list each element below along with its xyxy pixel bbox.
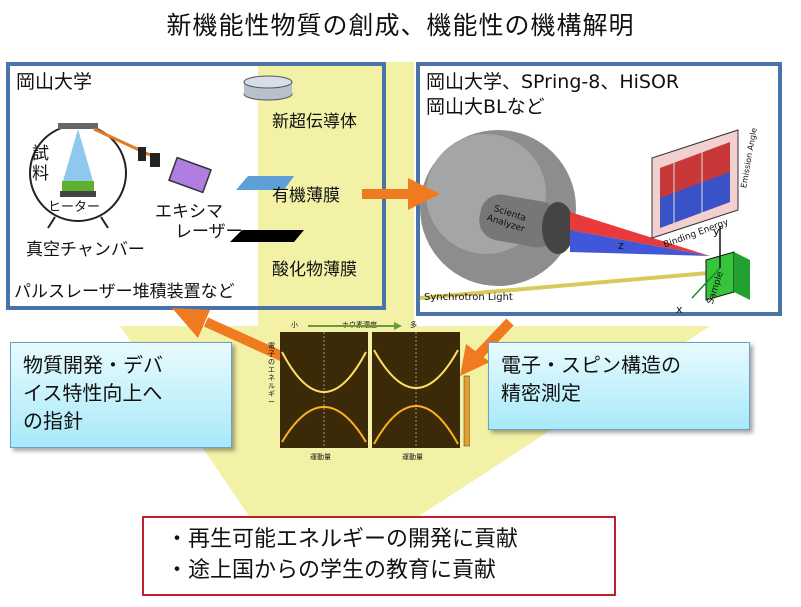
contribution-line2: ・途上国からの学生の教育に貢献: [166, 558, 497, 583]
axis-x-label: x: [676, 303, 683, 316]
material-organic-film-label: 有機薄膜: [272, 186, 340, 206]
contribution-line1: ・再生可能エネルギーの開発に貢献: [166, 527, 519, 552]
left-panel: [6, 62, 386, 310]
material-superconductor-label: 新超伝導体: [272, 112, 357, 132]
material-oxide-film-label: 酸化物薄膜: [272, 260, 357, 280]
material-icons: [230, 75, 304, 242]
heater-label: ヒーター: [48, 200, 101, 215]
momentum-label-right: 運動量: [402, 453, 423, 461]
left-panel-header: 岡山大学: [16, 71, 93, 93]
right-callout-line2: 精密測定: [501, 381, 581, 405]
right-panel-header-line2: 岡山大BLなど: [426, 96, 545, 118]
energy-axis-label: 電子のエネルギー: [268, 342, 275, 406]
contribution-box: ・再生可能エネルギーの開発に貢献 ・途上国からの学生の教育に貢献: [142, 516, 616, 596]
pld-apparatus-illustration: [29, 123, 212, 229]
left-panel-footer: パルスレーザー堆積装置など: [14, 282, 235, 302]
band-plot: 小 ホウ素濃度 多 電子のエネルギー 運動量 運動量: [266, 320, 476, 462]
left-callout: 物質開発・デバ イス特性向上へ の指針: [10, 342, 232, 448]
sample-label: 試料: [32, 144, 49, 184]
left-callout-line1: 物質開発・デバ: [23, 353, 163, 377]
boron-label-large: 多: [410, 321, 417, 329]
band-panels: [280, 332, 470, 448]
chamber-label: 真空チャンバー: [26, 240, 145, 260]
boron-arrow: [308, 322, 402, 330]
laser-label-2: レーザー: [175, 222, 243, 242]
axis-y-label: y: [713, 225, 720, 238]
left-callout-line2: イス特性向上へ: [23, 381, 163, 405]
laser-label-1: エキシマ: [155, 202, 223, 222]
synchrotron-label: Synchrotron Light: [424, 292, 513, 303]
right-panel-header-line1: 岡山大学、SPring-8、HiSOR: [426, 71, 680, 93]
page-title: 新機能性物質の創成、機能性の機構解明: [166, 11, 635, 40]
right-callout: 電子・スピン構造の 精密測定: [488, 342, 750, 430]
left-callout-line3: の指針: [23, 409, 83, 433]
axis-z-label: z: [618, 239, 624, 252]
momentum-label-left: 運動量: [310, 453, 331, 461]
arpes-apparatus-illustration: [420, 129, 750, 301]
boron-label-small: 小: [291, 321, 298, 329]
right-callout-line1: 電子・スピン構造の: [501, 353, 681, 377]
